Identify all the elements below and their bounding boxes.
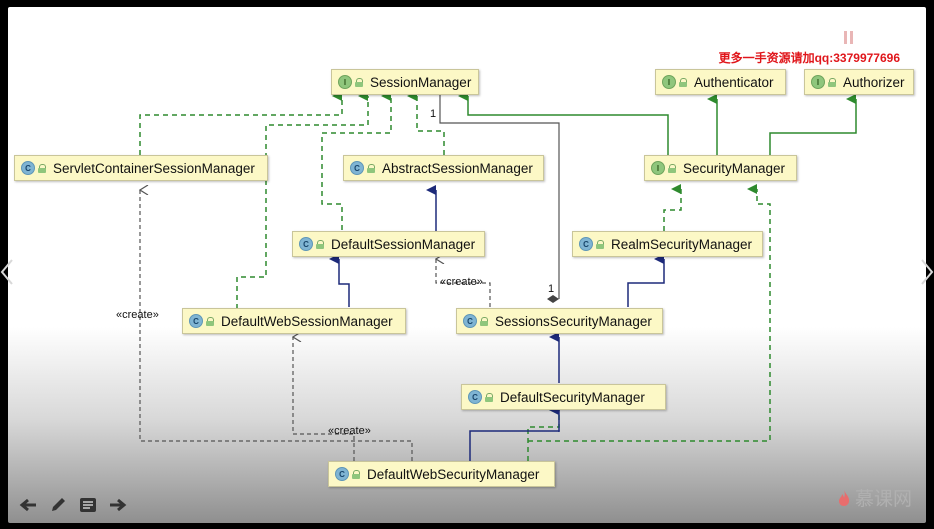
- lock-icon: [206, 316, 215, 326]
- edge-dwsecm-securitymanager: [528, 184, 771, 442]
- class-icon: C: [189, 314, 203, 328]
- edge-create-dwsecm-servlet: [140, 190, 413, 461]
- node-security-manager[interactable]: I SecurityManager: [644, 155, 797, 181]
- node-servlet-container-session-manager[interactable]: C ServletContainerSessionManager: [14, 155, 268, 181]
- notes-icon[interactable]: [78, 495, 98, 515]
- edge-label-create-bottom: «create»: [328, 425, 371, 437]
- class-icon: C: [335, 467, 349, 481]
- lock-icon: [480, 316, 489, 326]
- edge-dsm-sessionmanager: [321, 91, 392, 230]
- lock-icon: [679, 77, 688, 87]
- class-icon: C: [350, 161, 364, 175]
- edge-securitymanager-authorizer: [769, 94, 857, 155]
- node-sessions-security-manager[interactable]: C SessionsSecurityManager: [456, 308, 663, 334]
- lock-icon: [367, 163, 376, 173]
- node-default-web-security-manager[interactable]: C DefaultWebSecurityManager: [328, 461, 555, 487]
- node-authorizer[interactable]: I Authorizer: [804, 69, 914, 95]
- edge-label-create-left: «create»: [116, 309, 159, 321]
- edge-create-dwsecm-dwsm: [293, 337, 355, 461]
- class-icon: C: [579, 237, 593, 251]
- node-default-security-manager[interactable]: C DefaultSecurityManager: [461, 384, 666, 410]
- lock-icon: [355, 77, 364, 87]
- node-label: DefaultSecurityManager: [500, 389, 645, 405]
- interface-icon: I: [811, 75, 825, 89]
- edge-dwsm-extends: [329, 254, 350, 307]
- edge-securitymanager-sessionmanager: [458, 91, 669, 155]
- flame-icon: [838, 489, 850, 506]
- pause-icon[interactable]: [844, 31, 854, 44]
- node-label: DefaultWebSecurityManager: [367, 466, 540, 482]
- node-realm-security-manager[interactable]: C RealmSecurityManager: [572, 231, 763, 257]
- lock-icon: [828, 77, 837, 87]
- edge-dwsecm-extends: [469, 430, 560, 461]
- node-label: ServletContainerSessionManager: [53, 160, 255, 176]
- watermark-text: 更多一手资源请加qq:3379977696: [718, 51, 900, 65]
- interface-icon: I: [651, 161, 665, 175]
- lock-icon: [316, 239, 325, 249]
- node-label: SessionsSecurityManager: [495, 313, 652, 329]
- node-abstract-session-manager[interactable]: C AbstractSessionManager: [343, 155, 544, 181]
- edges-layer: [8, 7, 857, 461]
- pencil-icon[interactable]: [48, 495, 68, 515]
- edge-label-create-mid: «create»: [440, 276, 483, 288]
- edge-dwsecm-defaultsecuritymanager-dashed: [527, 405, 560, 461]
- node-session-manager[interactable]: I SessionManager: [331, 69, 479, 95]
- lock-icon: [38, 163, 47, 173]
- node-label: AbstractSessionManager: [382, 160, 533, 176]
- multiplicity-top: 1: [430, 108, 437, 120]
- brand-logo: 慕课网: [837, 484, 912, 511]
- edge-ssm-association: [440, 83, 560, 299]
- node-label: SecurityManager: [683, 160, 786, 176]
- node-label: Authorizer: [843, 74, 905, 90]
- class-icon: C: [299, 237, 313, 251]
- interface-icon: I: [338, 75, 352, 89]
- forward-arrow-icon[interactable]: [108, 495, 128, 515]
- class-icon: C: [21, 161, 35, 175]
- edge-rsm-securitymanager: [663, 184, 682, 231]
- diagram-canvas: 更多一手资源请加qq:3379977696: [8, 7, 926, 523]
- lock-icon: [352, 469, 361, 479]
- next-slide-icon[interactable]: [920, 258, 934, 286]
- edge-dwsm-sessionmanager: [236, 91, 369, 309]
- node-label: SessionManager: [370, 74, 472, 90]
- node-authenticator[interactable]: I Authenticator: [655, 69, 786, 95]
- node-label: RealmSecurityManager: [611, 236, 753, 252]
- brand-text: 慕课网: [854, 488, 912, 510]
- back-arrow-icon[interactable]: [18, 495, 38, 515]
- class-icon: C: [468, 390, 482, 404]
- edge-servlet-sessionmanager: [139, 91, 343, 155]
- lock-icon: [596, 239, 605, 249]
- node-default-web-session-manager[interactable]: C DefaultWebSessionManager: [182, 308, 406, 334]
- edge-ssm-extends: [627, 254, 665, 307]
- node-label: DefaultWebSessionManager: [221, 313, 393, 329]
- class-icon: C: [463, 314, 477, 328]
- video-toolbar: [18, 495, 128, 515]
- multiplicity-bottom: 1: [548, 283, 555, 295]
- prev-slide-icon[interactable]: [0, 258, 14, 286]
- lock-icon: [668, 163, 677, 173]
- node-label: DefaultSessionManager: [331, 236, 476, 252]
- node-label: Authenticator: [694, 74, 774, 90]
- lock-icon: [485, 392, 494, 402]
- edge-create-ssm-dsm: [436, 259, 491, 307]
- interface-icon: I: [662, 75, 676, 89]
- node-default-session-manager[interactable]: C DefaultSessionManager: [292, 231, 485, 257]
